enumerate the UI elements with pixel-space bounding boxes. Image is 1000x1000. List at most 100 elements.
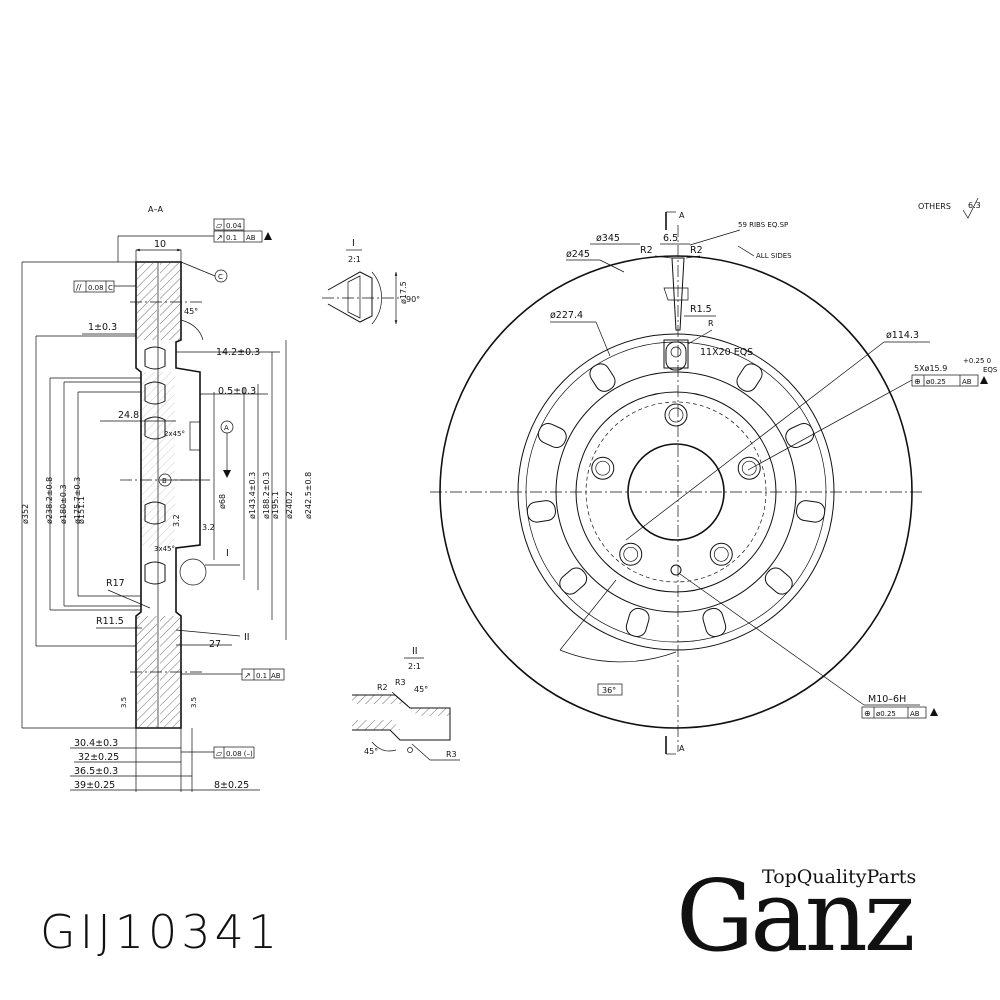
dia-240: ø240.2 — [285, 491, 294, 519]
vent-slots — [526, 341, 826, 638]
datum-a: A — [224, 424, 229, 432]
thread-ref: AB — [910, 710, 920, 718]
rough-32b: 3.2 — [202, 523, 215, 532]
vent-slot — [736, 363, 763, 392]
svg-text:↗: ↗ — [216, 233, 223, 242]
dia-352: ø352 — [21, 504, 30, 524]
holes-note: 11X20 EQS — [700, 347, 753, 358]
vent-slot — [764, 567, 793, 595]
vent-slot — [537, 423, 567, 448]
svg-text:↗: ↗ — [244, 671, 251, 680]
bolt-hole-inner — [595, 460, 611, 476]
runout-tol2: 0.1 — [226, 234, 237, 242]
section-view-aa: A–A 10 0.04 ⏥ 0. — [21, 205, 313, 792]
detail-ii-ref: II — [244, 632, 250, 643]
svg-text:⊕: ⊕ — [914, 377, 921, 386]
r2-left: R2 — [640, 245, 653, 256]
detail-ii-title: II — [412, 646, 418, 657]
dia-238: ø238.2±0.8 — [45, 477, 54, 524]
bolt-eqs: EQS — [983, 366, 998, 374]
detail-i-ref: I — [226, 548, 229, 559]
dim-32: 32±0.25 — [78, 752, 119, 763]
dim-8: 8±0.25 — [214, 780, 249, 791]
bolt-note: 5Xø15.9 — [914, 364, 947, 373]
dia-68: ø68 — [218, 494, 227, 509]
front-view: A A 59 RIBS EQ.SP ALL SIDES OTHERS 6.3 ø… — [430, 197, 998, 755]
dim-05: 0.5±0.3 — [218, 386, 256, 397]
bolt-hole — [709, 542, 733, 566]
dia-188: ø188.2±0.3 — [262, 472, 271, 519]
thread-tol: ø0.25 — [876, 710, 896, 718]
dia-245: ø245 — [566, 249, 590, 260]
bolt-holes — [591, 403, 761, 566]
flatness-ref: C — [108, 284, 113, 292]
ribs-note: 59 RIBS EQ.SP — [738, 221, 788, 229]
dia-345: ø345 — [596, 233, 620, 244]
svg-text:⏥: ⏥ — [216, 221, 223, 230]
rough-35a: 3.5 — [120, 697, 128, 708]
dia-1143: ø114.3 — [886, 330, 919, 341]
detail-i-scale: 2:1 — [348, 255, 361, 264]
section-mark-bottom: A — [679, 744, 685, 753]
flatness: 0.08 — [88, 284, 104, 292]
vent-slot — [796, 500, 826, 523]
thread-note: M10–6H — [868, 694, 906, 705]
chamfer-2: 2x45° — [164, 430, 185, 438]
runout2-ref: AB — [271, 672, 281, 680]
dia-175: ø175.7±0.3 — [73, 477, 82, 524]
detail-ii: II 2:1 R2 R3 45° 45° R3 — [352, 646, 460, 761]
detail-ii-r2: R2 — [377, 683, 388, 692]
dim-width: 10 — [154, 239, 166, 250]
dia-151: ø151.1 — [77, 496, 86, 524]
vent-slot — [625, 607, 650, 638]
detail-ii-45: 45° — [414, 685, 428, 694]
bolt-tol: +0.25 0 — [963, 357, 991, 365]
chamfer-3: 3x45° — [154, 545, 175, 553]
runout2: 0.1 — [256, 672, 267, 680]
bolt-hole — [591, 456, 615, 480]
svg-text:▱: ▱ — [216, 749, 223, 758]
detail-ii-45b: 45° — [364, 747, 378, 756]
dim-248: 24.8 — [118, 410, 139, 421]
runout-ref: AB — [246, 234, 256, 242]
dim-27: 27 — [209, 639, 221, 650]
runout-tol: 0.04 — [226, 222, 242, 230]
dim-39: 39±0.25 — [74, 780, 115, 791]
detail-i-angle: 90° — [406, 295, 420, 304]
others-note: OTHERS — [918, 202, 951, 211]
bolt-hole — [737, 456, 761, 480]
datum-b: B — [162, 477, 167, 485]
rough-35b: 3.5 — [190, 697, 198, 708]
bolt-pos-tol: ø0.25 — [926, 378, 946, 386]
dia-180: ø180±0.3 — [59, 484, 68, 524]
dia-2274: ø227.4 — [550, 310, 583, 321]
parallel: 0.08 (–) — [226, 750, 253, 758]
detail-ii-scale: 2:1 — [408, 662, 421, 671]
part-number: GIJ10341 — [40, 905, 282, 959]
bolt-hole-inner — [623, 546, 639, 562]
dia-242: ø242.5±0.8 — [304, 472, 313, 519]
r17: R17 — [106, 578, 125, 589]
brand-tagline: TopQualityParts — [762, 866, 917, 888]
bolt-hole-inner — [741, 460, 757, 476]
section-title: A–A — [148, 205, 163, 214]
vent-slot — [665, 341, 687, 371]
angle-36: 36° — [602, 686, 616, 695]
r-label: R — [708, 319, 714, 328]
bolt-hole-inner — [668, 407, 684, 423]
bolt-pos-ref: AB — [962, 378, 972, 386]
angle-45: 45° — [184, 307, 198, 316]
vent-slot — [589, 363, 616, 392]
detail-i: I 2:1 ø17.5 90° — [322, 238, 420, 325]
datum-c: C — [218, 273, 223, 281]
dim-14: 14.2±0.3 — [216, 347, 260, 358]
vent-slot — [526, 500, 556, 523]
bolt-hole-inner — [713, 546, 729, 562]
dim-304: 30.4±0.3 — [74, 738, 118, 749]
dia-195: ø195.1 — [271, 491, 280, 519]
r2-right: R2 — [690, 245, 703, 256]
dia-143: ø143.4±0.3 — [248, 472, 257, 519]
detail-i-title: I — [352, 238, 355, 249]
brand-logo: Ganz — [676, 860, 915, 974]
